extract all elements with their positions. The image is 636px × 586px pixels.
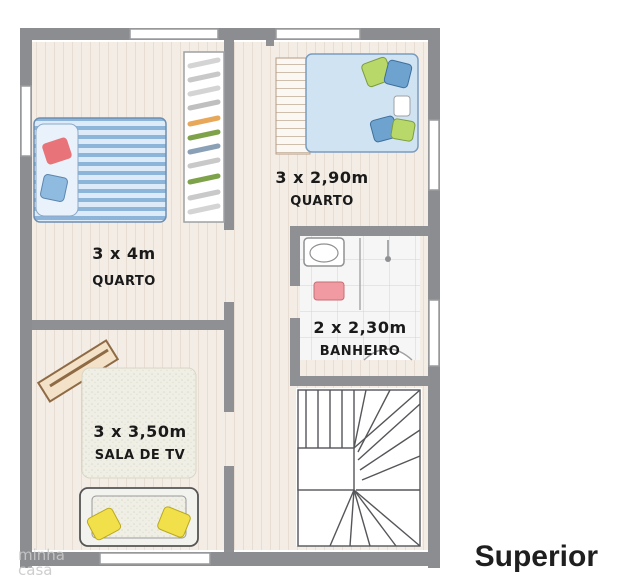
watermark-logo: minha casa [18,548,65,578]
quarto-1-dimensions: 3 x 4m [92,244,156,263]
quarto-1-name: QUARTO [92,274,156,289]
closet [183,51,225,223]
quarto-2-dimensions: 3 x 2,90m [275,168,369,187]
watermark-line-2: casa [18,561,53,579]
banheiro-dimensions: 2 x 2,30m [313,318,407,337]
staircase [297,389,421,547]
sala-tv-dimensions: 3 x 3,50m [93,422,187,441]
banheiro-name: BANHEIRO [319,344,401,359]
level-title: Superior [474,540,598,573]
bed-quarto-2 [275,53,419,155]
bed-quarto-1 [33,117,167,223]
windows [20,28,440,565]
sala-tv-name: SALA DE TV [94,448,186,463]
quarto-2-name: QUARTO [290,194,354,209]
interior-walls [32,40,430,552]
rug [81,367,197,479]
sofa [79,487,199,547]
pillow-blue [40,174,68,202]
watermark-line-1: minha [18,546,65,564]
pillow-red [42,137,72,165]
bathroom-fixtures [303,237,413,361]
